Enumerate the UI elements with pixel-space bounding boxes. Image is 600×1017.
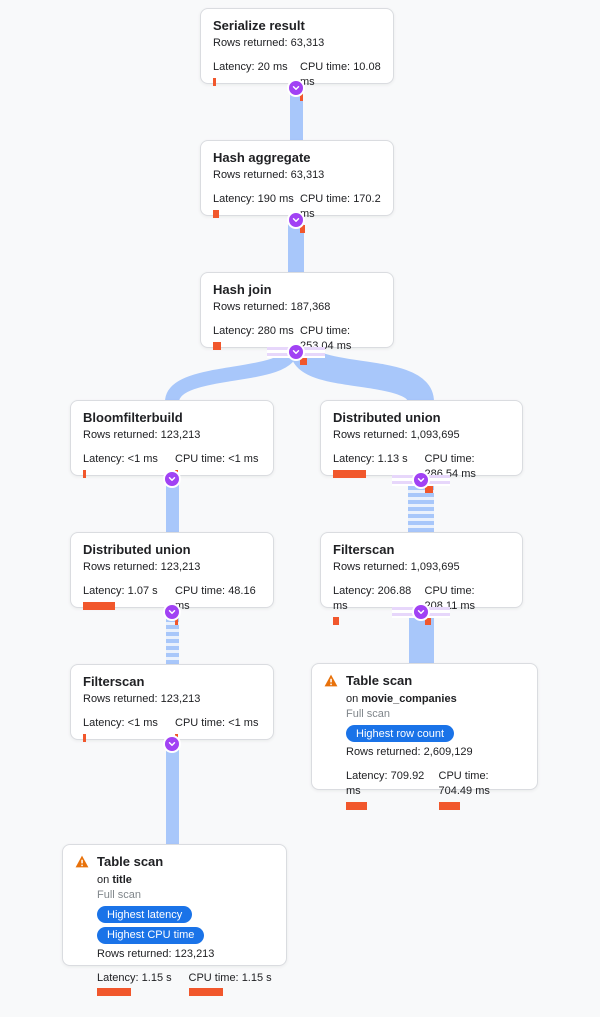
cpu-bar (188, 988, 223, 997)
chevron-down-icon (168, 610, 176, 614)
node-title: Filterscan (333, 542, 395, 557)
scan-target: on title (97, 874, 132, 886)
latency-metric: Latency: 280 ms (213, 324, 294, 365)
warning-icon (75, 855, 89, 873)
chevron-down-icon (292, 218, 300, 222)
node-title: Serialize result (213, 18, 305, 33)
rows-returned: Rows returned: 63,313 (213, 37, 325, 49)
latency-metric: Latency: 709.92 ms (346, 769, 433, 810)
plan-node-distributed-union-right[interactable]: Distributed union Rows returned: 1,093,6… (320, 400, 523, 493)
highest-row-count-badge: Highest row count (346, 725, 455, 743)
latency-bar (333, 469, 366, 478)
node-title: Hash aggregate (213, 150, 311, 165)
cpu-bar (438, 801, 460, 810)
latency-bar (83, 469, 86, 478)
latency-bar (346, 801, 367, 810)
plan-node-bloomfilterbuild[interactable]: Bloomfilterbuild Rows returned: 123,213 … (70, 400, 274, 478)
collapse-node-button[interactable] (163, 603, 181, 621)
scan-type: Full scan (97, 888, 142, 901)
rows-returned: Rows returned: 123,213 (83, 561, 201, 573)
cpu-metric: CPU time: <1 ms (175, 716, 261, 742)
latency-bar (83, 733, 86, 742)
node-title: Distributed union (333, 410, 441, 425)
cpu-bar (300, 224, 305, 233)
collapse-node-button[interactable] (287, 211, 305, 229)
flow-edge-filterscan-tablescan-left (166, 742, 179, 845)
node-title: Bloomfilterbuild (83, 410, 183, 425)
flow-edge-bloom-distunion (166, 478, 179, 533)
node-title: Filterscan (83, 674, 145, 689)
cpu-metric: CPU time: 286.54 ms (424, 452, 511, 493)
collapse-node-button[interactable] (412, 603, 430, 621)
latency-metric: Latency: <1 ms (83, 452, 169, 478)
collapse-node-button[interactable] (412, 471, 430, 489)
cpu-metric: CPU time: <1 ms (175, 452, 261, 478)
plan-node-hash-join[interactable]: Hash join Rows returned: 187,368 Latency… (200, 272, 394, 365)
plan-node-filterscan-left[interactable]: Filterscan Rows returned: 123,213 Latenc… (70, 664, 274, 742)
cpu-metric: CPU time: 704.49 ms (438, 769, 526, 810)
cpu-metric: CPU time: 48.16 ms (175, 584, 261, 625)
chevron-down-icon (292, 350, 300, 354)
chevron-down-icon (292, 86, 300, 90)
rows-returned: Rows returned: 123,213 (97, 947, 215, 960)
cpu-metric: CPU time: 1.15 s (188, 971, 275, 997)
chevron-down-icon (417, 610, 425, 614)
latency-metric: Latency: 190 ms (213, 192, 294, 233)
collapse-node-button[interactable] (287, 79, 305, 97)
cpu-metric: CPU time: 208.11 ms (424, 584, 511, 625)
cpu-metric: CPU time: 253.04 ms (300, 324, 381, 365)
latency-bar (333, 616, 339, 625)
node-title: Table scan (346, 673, 413, 688)
rows-returned: Rows returned: 187,368 (213, 301, 331, 313)
scan-type: Full scan (346, 707, 391, 720)
cpu-bar (424, 484, 433, 493)
rows-returned: Rows returned: 2,609,129 (346, 746, 473, 759)
latency-metric: Latency: 1.13 s (333, 452, 419, 493)
collapse-node-button[interactable] (287, 343, 305, 361)
warning-icon (324, 674, 338, 692)
latency-bar (213, 209, 219, 218)
cpu-metric: CPU time: 170.2 ms (300, 192, 381, 233)
flow-edge-hashagg-hashjoin (288, 220, 304, 272)
flow-edge-serialize-hashagg (290, 88, 303, 140)
cpu-metric: CPU time: 10.08 ms (300, 60, 381, 101)
latency-metric: Latency: <1 ms (83, 716, 169, 742)
plan-node-serialize-result[interactable]: Serialize result Rows returned: 63,313 L… (200, 8, 394, 101)
latency-metric: Latency: 1.07 s (83, 584, 169, 625)
cpu-bar (300, 92, 303, 101)
cpu-bar (424, 616, 431, 625)
collapse-node-button[interactable] (163, 735, 181, 753)
scan-target: on movie_companies (346, 693, 457, 705)
plan-node-distributed-union-left[interactable]: Distributed union Rows returned: 123,213… (70, 532, 274, 625)
highest-cpu-time-badge: Highest CPU time (97, 926, 205, 944)
node-title: Table scan (97, 854, 164, 869)
latency-bar (213, 77, 216, 86)
chevron-down-icon (168, 477, 176, 481)
plan-node-table-scan-title[interactable]: Table scan on title Full scan Highest la… (62, 844, 287, 997)
node-title: Hash join (213, 282, 272, 297)
latency-bar (97, 988, 131, 997)
plan-node-hash-aggregate[interactable]: Hash aggregate Rows returned: 63,313 Lat… (200, 140, 394, 233)
plan-node-filterscan-right[interactable]: Filterscan Rows returned: 1,093,695 Late… (320, 532, 523, 625)
latency-metric: Latency: 1.15 s (97, 971, 183, 997)
latency-bar (213, 341, 221, 350)
rows-returned: Rows returned: 123,213 (83, 429, 201, 441)
rows-returned: Rows returned: 1,093,695 (333, 429, 460, 441)
rows-returned: Rows returned: 123,213 (83, 693, 201, 705)
latency-bar (83, 601, 115, 610)
highest-latency-badge: Highest latency (97, 906, 193, 924)
latency-metric: Latency: 20 ms (213, 60, 294, 101)
rows-returned: Rows returned: 63,313 (213, 169, 325, 181)
chevron-down-icon (417, 478, 425, 482)
collapse-node-button[interactable] (163, 470, 181, 488)
rows-returned: Rows returned: 1,093,695 (333, 561, 460, 573)
chevron-down-icon (168, 742, 176, 746)
latency-metric: Latency: 206.88 ms (333, 584, 419, 625)
cpu-bar (175, 616, 178, 625)
node-title: Distributed union (83, 542, 191, 557)
plan-node-table-scan-movie-companies[interactable]: Table scan on movie_companies Full scan … (311, 663, 538, 810)
